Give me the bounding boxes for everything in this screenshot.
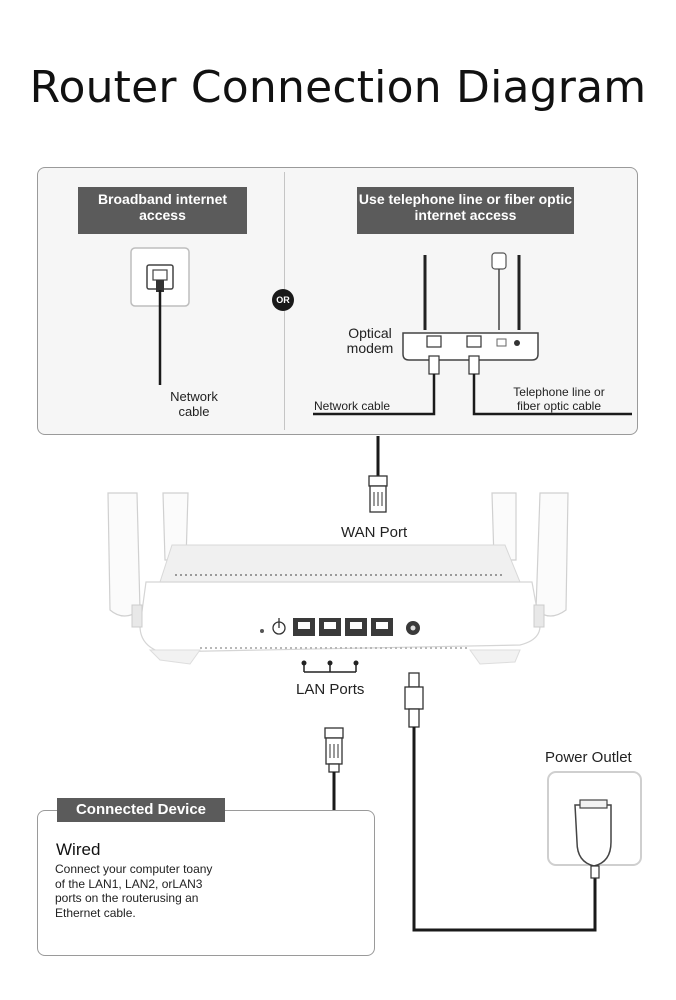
power-outlet-label: Power Outlet (545, 749, 632, 766)
wall-socket-icon (130, 247, 190, 307)
lan-ports-label: LAN Ports (296, 681, 365, 698)
connected-device-header: Connected Device (57, 798, 225, 822)
optical-modem-icon (402, 252, 539, 375)
broadband-header-text: Broadband internet access (97, 191, 228, 223)
power-outlet-icon (547, 771, 642, 879)
page-title: Router Connection Diagram (29, 62, 647, 113)
optical-modem-label: Optical modem (346, 325, 394, 356)
wired-title: Wired (56, 840, 101, 859)
or-badge (272, 289, 294, 311)
wired-description: Connect your computer toany of the LAN1,… (55, 862, 213, 920)
rj45-plug-icon (368, 475, 388, 513)
modem-network-cable-label: Network cable (314, 399, 391, 413)
power-cable (412, 727, 597, 932)
router-icon (107, 492, 569, 665)
telephone-cable-label: Telephone line or fiber optic cable (513, 385, 605, 413)
telephone-header: Use telephone line or fiber optic intern… (357, 187, 574, 234)
dc-plug-icon (404, 672, 424, 728)
or-label: OR (276, 295, 290, 305)
telephone-header-text: Use telephone line or fiber optic intern… (358, 191, 573, 223)
connected-device-header-text: Connected Device (75, 801, 207, 818)
modem-network-cable (313, 374, 436, 416)
lan-bracket (301, 660, 359, 673)
lan-plug-icon (324, 727, 344, 773)
broadband-header: Broadband internet access (78, 187, 247, 234)
telephone-cable (472, 374, 632, 416)
wan-port-label: WAN Port (341, 524, 408, 541)
network-cable-label: Network cable (170, 389, 218, 419)
